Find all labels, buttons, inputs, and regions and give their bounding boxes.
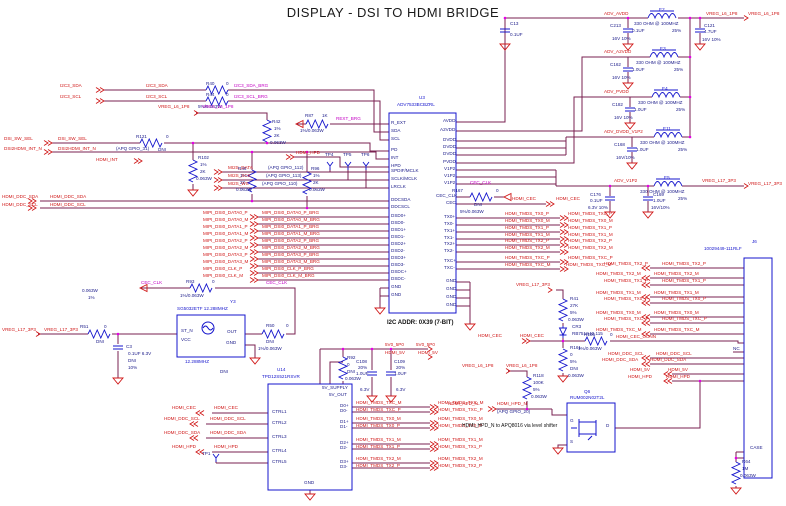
y3-oscillator-body bbox=[176, 314, 246, 358]
page-title: DISPLAY - DSI TO HDMI BRIDGE bbox=[286, 5, 500, 20]
cr3-diode-icon bbox=[559, 325, 567, 339]
test-points bbox=[212, 161, 370, 463]
q6-mosfet-body bbox=[566, 402, 616, 453]
net-flags bbox=[27, 15, 749, 471]
u14-esd-body bbox=[267, 383, 353, 491]
u3-adv7533-body bbox=[388, 112, 457, 314]
junction-dots bbox=[116, 16, 738, 460]
mosfet-symbol-icon bbox=[571, 419, 597, 441]
net-wires bbox=[38, 17, 744, 494]
j6-hdmi-connector-body bbox=[743, 257, 773, 479]
capacitors bbox=[112, 28, 706, 376]
sine-icon bbox=[202, 325, 214, 331]
crystal-icon bbox=[201, 321, 215, 335]
gnd-symbols bbox=[112, 43, 742, 501]
ferrite-beads bbox=[647, 10, 683, 187]
